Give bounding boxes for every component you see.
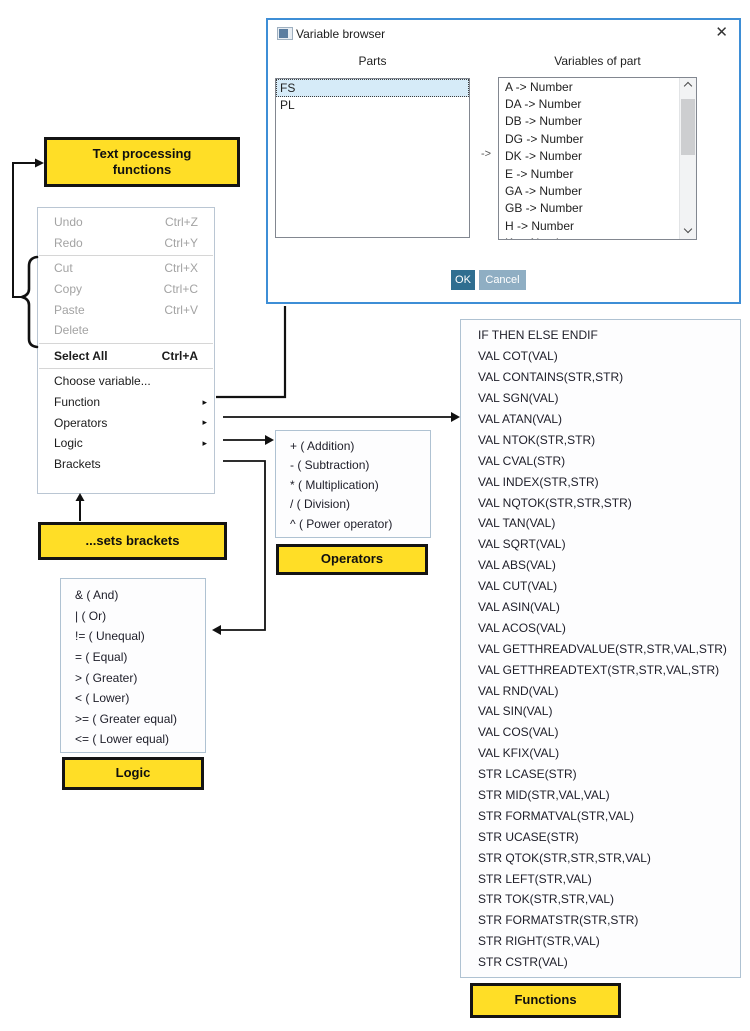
variable-list-item[interactable]: K -> Number: [499, 235, 679, 239]
submenu-arrow-icon: [198, 397, 207, 408]
function-item[interactable]: STR LEFT(STR,VAL): [478, 871, 592, 886]
operator-item[interactable]: * ( Multiplication): [290, 477, 379, 492]
functions-submenu: IF THEN ELSE ENDIF VAL COT(VAL) VAL CONT…: [460, 319, 741, 978]
function-item[interactable]: STR LCASE(STR): [478, 767, 577, 782]
function-item[interactable]: VAL CVAL(STR): [478, 453, 566, 468]
operators-submenu: + ( Addition) - ( Subtraction) * ( Multi…: [275, 430, 431, 538]
parts-list-item[interactable]: FS: [276, 79, 469, 97]
menu-item[interactable]: Select All Ctrl+A: [54, 348, 198, 363]
menu-item[interactable]: Undo Ctrl+Z: [54, 215, 198, 230]
operator-item[interactable]: / ( Division): [290, 497, 351, 512]
parts-listbox[interactable]: FS PL: [275, 78, 470, 238]
menu-item[interactable]: Operators: [38, 412, 214, 433]
function-item[interactable]: VAL NTOK(STR,STR): [478, 432, 596, 447]
dialog-title: Variable browser: [296, 27, 386, 41]
callout-operators: Operators: [276, 544, 428, 575]
menu-item[interactable]: Brackets: [54, 456, 101, 471]
function-item[interactable]: VAL SGN(VAL): [478, 391, 559, 406]
menu-separator: [39, 368, 213, 370]
scroll-down-icon[interactable]: [680, 223, 696, 239]
variable-list-item[interactable]: GB -> Number: [505, 201, 583, 216]
variable-list-item[interactable]: H -> Number: [505, 218, 575, 233]
edit-context-menu: Undo Ctrl+Z Redo Ctrl+Y Cut Ctrl+X Copy …: [37, 207, 215, 494]
function-item[interactable]: VAL SQRT(VAL): [478, 537, 566, 552]
scroll-up-icon[interactable]: [680, 78, 696, 94]
ok-button[interactable]: OK: [451, 270, 475, 290]
callout-functions: Functions: [470, 983, 621, 1018]
function-item[interactable]: VAL ASIN(VAL): [478, 600, 560, 615]
variable-list-item[interactable]: DA -> Number: [505, 97, 582, 112]
function-item[interactable]: IF THEN ELSE ENDIF: [478, 328, 598, 343]
close-icon[interactable]: ✕: [715, 24, 728, 41]
variable-list-item[interactable]: GA -> Number: [505, 184, 583, 199]
brace-icon: [17, 255, 39, 349]
function-item[interactable]: VAL CUT(VAL): [478, 579, 558, 594]
function-item[interactable]: STR TOK(STR,STR,VAL): [478, 892, 615, 907]
logic-item[interactable]: < ( Lower): [75, 691, 130, 706]
parts-column-label: Parts: [358, 54, 387, 68]
logic-item[interactable]: = ( Equal): [75, 650, 128, 665]
logic-item[interactable]: | ( Or): [75, 608, 107, 623]
variables-listbox[interactable]: A -> Number DA -> Number DB -> Number DG…: [498, 77, 697, 240]
logic-item[interactable]: >= ( Greater equal): [75, 711, 178, 726]
variable-list-item[interactable]: E -> Number: [505, 166, 574, 181]
menu-separator: [39, 255, 213, 257]
menu-separator: [39, 342, 213, 344]
submenu-arrow-icon: [198, 438, 207, 449]
operator-item[interactable]: - ( Subtraction): [290, 458, 370, 473]
operator-item[interactable]: + ( Addition): [290, 438, 355, 453]
menu-item[interactable]: Redo Ctrl+Y: [54, 235, 198, 250]
function-item[interactable]: STR QTOK(STR,STR,STR,VAL): [478, 850, 651, 865]
variable-list-item[interactable]: DG -> Number: [505, 131, 584, 146]
scrollbar[interactable]: [679, 78, 696, 239]
function-item[interactable]: VAL ABS(VAL): [478, 558, 556, 573]
parts-list-item[interactable]: PL: [280, 98, 295, 113]
function-item[interactable]: STR FORMATSTR(STR,STR): [478, 913, 639, 928]
function-item[interactable]: VAL COT(VAL): [478, 349, 558, 364]
function-item[interactable]: STR CSTR(VAL): [478, 955, 568, 970]
variable-list-item[interactable]: A -> Number: [505, 79, 573, 94]
function-item[interactable]: STR UCASE(STR): [478, 829, 579, 844]
function-item[interactable]: VAL COS(VAL): [478, 725, 559, 740]
variable-list-item[interactable]: DK -> Number: [505, 149, 583, 164]
logic-item[interactable]: <= ( Lower equal): [75, 732, 170, 747]
menu-item[interactable]: Paste Ctrl+V: [54, 302, 198, 317]
logic-item[interactable]: > ( Greater): [75, 670, 138, 685]
cancel-button[interactable]: Cancel: [479, 270, 526, 290]
function-item[interactable]: VAL TAN(VAL): [478, 516, 556, 531]
callout-logic: Logic: [62, 757, 204, 790]
menu-item[interactable]: Function: [38, 392, 214, 413]
variables-column-label: Variables of part: [554, 54, 641, 68]
function-item[interactable]: VAL NQTOK(STR,STR,STR): [478, 495, 632, 510]
window-icon: [277, 27, 293, 40]
function-item[interactable]: VAL ACOS(VAL): [478, 620, 566, 635]
function-item[interactable]: STR RIGHT(STR,VAL): [478, 934, 600, 949]
function-item[interactable]: VAL GETTHREADVALUE(STR,STR,VAL,STR): [478, 641, 727, 656]
menu-item[interactable]: Choose variable...: [54, 374, 151, 389]
variable-browser-dialog: Variable browser ✕ Parts Variables of pa…: [266, 18, 741, 304]
maps-to-arrow: ->: [480, 148, 492, 160]
function-item[interactable]: VAL CONTAINS(STR,STR): [478, 370, 624, 385]
logic-item[interactable]: != ( Unequal): [75, 629, 145, 644]
menu-item[interactable]: Cut Ctrl+X: [54, 261, 198, 276]
callout-text-processing-functions: Text processing functions: [44, 137, 240, 187]
function-item[interactable]: STR FORMATVAL(STR,VAL): [478, 808, 635, 823]
logic-item[interactable]: & ( And): [75, 588, 119, 603]
function-item[interactable]: VAL KFIX(VAL): [478, 746, 560, 761]
variable-list-item[interactable]: DB -> Number: [505, 114, 583, 129]
menu-item[interactable]: Copy Ctrl+C: [54, 282, 198, 297]
function-item[interactable]: VAL GETTHREADTEXT(STR,STR,VAL,STR): [478, 662, 720, 677]
function-item[interactable]: VAL RND(VAL): [478, 683, 559, 698]
submenu-arrow-icon: [198, 417, 207, 428]
function-item[interactable]: VAL INDEX(STR,STR): [478, 474, 599, 489]
menu-item[interactable]: Delete: [54, 323, 89, 338]
scrollbar-thumb[interactable]: [681, 99, 695, 155]
function-item[interactable]: STR MID(STR,VAL,VAL): [478, 788, 610, 803]
menu-item[interactable]: Logic: [38, 433, 214, 454]
operator-item[interactable]: ^ ( Power operator): [290, 516, 393, 531]
callout-sets-brackets: ...sets brackets: [38, 522, 227, 560]
function-item[interactable]: VAL SIN(VAL): [478, 704, 553, 719]
function-item[interactable]: VAL ATAN(VAL): [478, 412, 563, 426]
logic-submenu: & ( And) | ( Or) != ( Unequal) = ( Equal…: [60, 578, 206, 753]
